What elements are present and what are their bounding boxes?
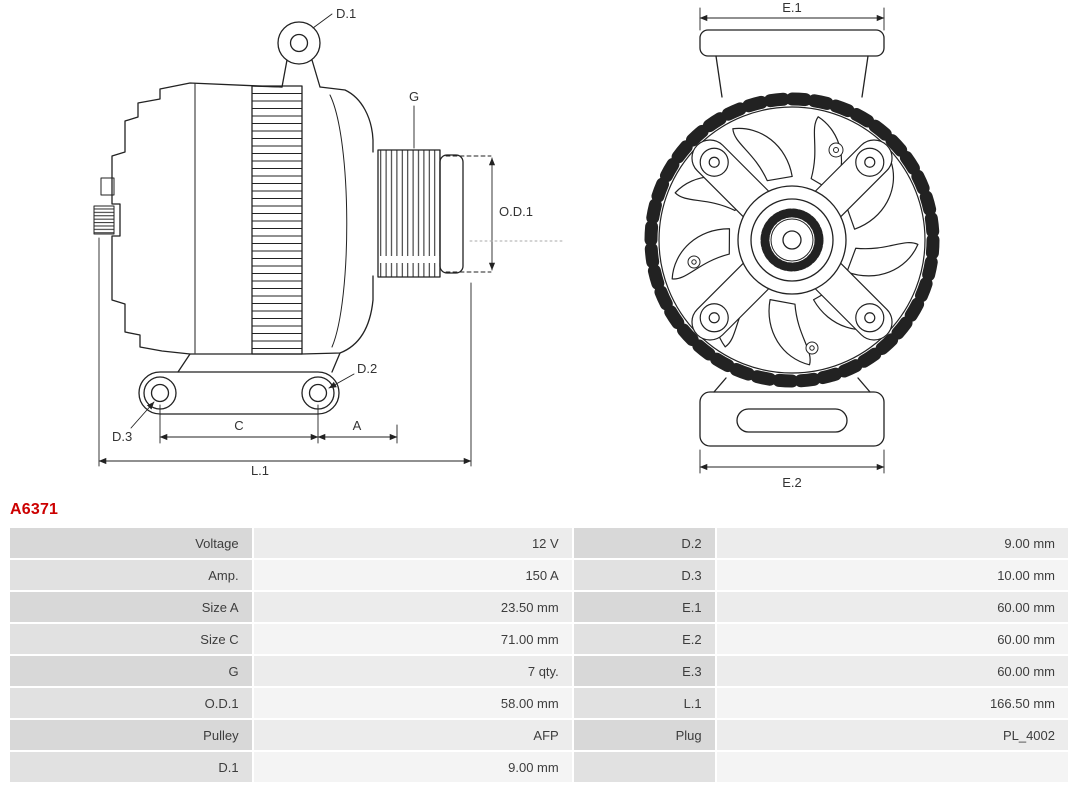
d1-leader <box>312 13 333 29</box>
dim-label-g: G <box>409 89 419 104</box>
a-dimension <box>317 424 398 444</box>
dim-label-d2: D.2 <box>357 361 377 376</box>
spec-label: Size C <box>10 624 252 654</box>
spec-label: E.3 <box>573 656 715 686</box>
dim-label-d1: D.1 <box>336 6 356 21</box>
e2-dimension <box>699 449 885 474</box>
front-housing-contour <box>329 94 348 348</box>
dim-label-e1: E.1 <box>782 0 802 15</box>
spec-value: 60.00 mm <box>716 624 1068 654</box>
bottom-bracket <box>138 352 341 415</box>
spec-label: Pulley <box>10 720 252 750</box>
spec-label: E.1 <box>573 592 715 622</box>
alternator-drawing: D.1 G O.D.1 D.2 D.3 C A L.1 <box>93 0 940 490</box>
spec-label: G <box>10 656 252 686</box>
dim-label-d3: D.3 <box>112 429 132 444</box>
spec-label: D.2 <box>573 528 715 558</box>
d3-leader <box>130 401 155 429</box>
dim-label-l1: L.1 <box>251 463 269 478</box>
spec-value: 60.00 mm <box>716 592 1068 622</box>
spec-value: 60.00 mm <box>716 656 1068 686</box>
spec-label: D.1 <box>10 752 252 782</box>
spec-value: 9.00 mm <box>253 752 572 782</box>
spec-value: PL_4002 <box>716 720 1068 750</box>
front-housing-top <box>251 85 374 153</box>
spec-label: E.2 <box>573 624 715 654</box>
d2-leader <box>328 373 355 389</box>
rear-housing-outline <box>111 82 303 355</box>
spec-label: D.3 <box>573 560 715 590</box>
hub <box>737 185 847 295</box>
spec-value: AFP <box>253 720 572 750</box>
od1-dimension <box>445 155 566 273</box>
spec-value: 7 qty. <box>253 656 572 686</box>
spec-value: 23.50 mm <box>253 592 572 622</box>
dim-label-e2: E.2 <box>782 475 802 490</box>
spec-label: L.1 <box>573 688 715 718</box>
spec-value: 12 V <box>253 528 572 558</box>
stator-fins <box>251 85 303 355</box>
spec-label: Amp. <box>10 560 252 590</box>
e1-dimension <box>699 7 885 31</box>
spec-value: 150 A <box>253 560 572 590</box>
spec-value <box>716 752 1068 782</box>
spec-label: Size A <box>10 592 252 622</box>
front-view <box>644 7 940 474</box>
top-bracket <box>699 29 885 98</box>
vent-ring <box>644 92 940 388</box>
l1-dimension <box>98 237 472 467</box>
bottom-foot <box>699 377 885 447</box>
spec-label: Plug <box>573 720 715 750</box>
spec-value: 58.00 mm <box>253 688 572 718</box>
top-lug <box>277 21 321 88</box>
dim-label-od1: O.D.1 <box>499 204 533 219</box>
pulley <box>377 149 464 278</box>
spec-value: 10.00 mm <box>716 560 1068 590</box>
body-circle <box>658 106 926 374</box>
front-housing-bottom <box>301 275 374 355</box>
dim-label-a: A <box>353 418 362 433</box>
terminal-block <box>100 177 115 196</box>
technical-drawing-area: D.1 G O.D.1 D.2 D.3 C A L.1 <box>93 0 940 490</box>
spec-label <box>573 752 715 782</box>
spec-value: 166.50 mm <box>716 688 1068 718</box>
part-number: A6371 <box>10 501 59 518</box>
spec-label: Voltage <box>10 528 252 558</box>
spec-value: 71.00 mm <box>253 624 572 654</box>
spec-value: 9.00 mm <box>716 528 1068 558</box>
knurled-terminal <box>93 205 115 235</box>
bolt-holes <box>687 142 844 355</box>
spec-label: O.D.1 <box>10 688 252 718</box>
dim-label-c: C <box>234 418 243 433</box>
side-view <box>93 13 566 467</box>
